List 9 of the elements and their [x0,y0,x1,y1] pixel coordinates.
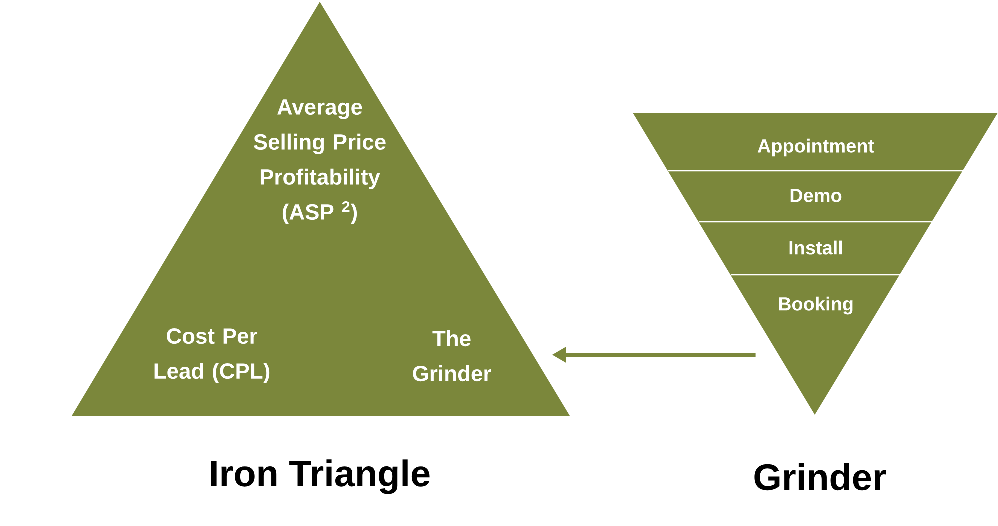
triangle-label: The Grinder [413,330,492,382]
funnel-level: Appointment [758,138,874,157]
node-label: Iron Triangle [211,460,430,494]
funnel-level: Install [790,240,842,255]
funnel-level: Booking [779,296,853,315]
triangle-label: Average Selling Price Profitability (ASP $^{2}$) [254,100,386,224]
funnel-level: Demo [790,189,842,202]
node-label: Grinder [754,463,886,491]
triangle-label: Cost Per Lead (CPL) [154,328,270,384]
